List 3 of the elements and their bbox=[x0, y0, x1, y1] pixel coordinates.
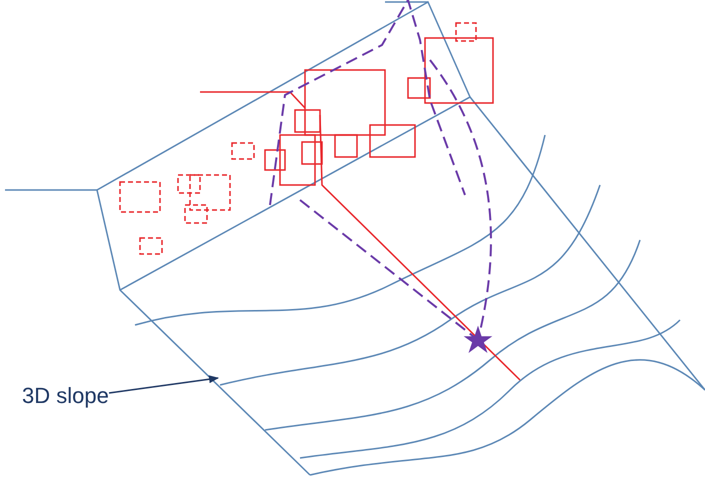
slope-drawing bbox=[5, 0, 705, 476]
leader-line bbox=[108, 375, 219, 394]
slope-label: 3D slope bbox=[22, 383, 109, 409]
